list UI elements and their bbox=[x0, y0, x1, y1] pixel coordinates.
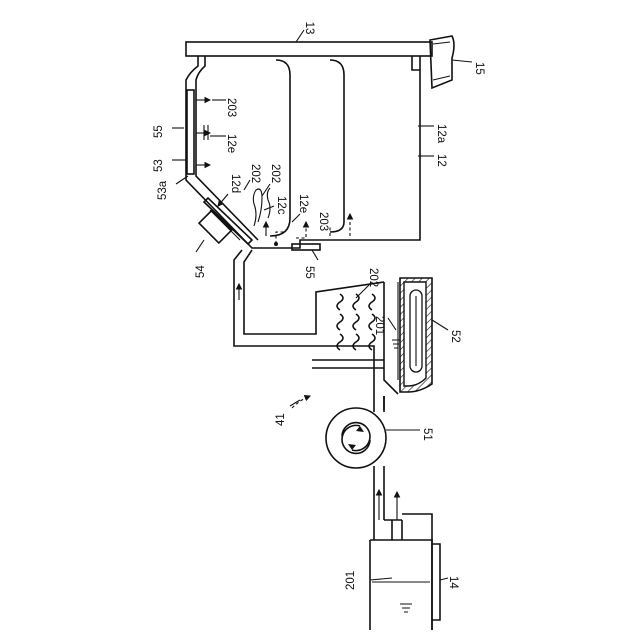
mist-chamber bbox=[384, 282, 398, 394]
label-55-upper: 55 bbox=[153, 125, 165, 138]
light-bar-upper bbox=[187, 90, 194, 174]
intake-pipe bbox=[384, 520, 402, 540]
mist-wisp-b bbox=[267, 188, 270, 218]
label-203-upper: 203 bbox=[225, 98, 237, 117]
reservoir bbox=[370, 540, 440, 630]
label-202-b: 202 bbox=[269, 164, 281, 183]
handle-detail bbox=[433, 42, 450, 80]
dash-flow-b bbox=[296, 222, 306, 238]
mist-waves-1 bbox=[337, 294, 375, 310]
pipe-to-fan bbox=[374, 396, 384, 412]
mist-waves-2 bbox=[337, 314, 375, 330]
label-202-a: 202 bbox=[249, 164, 261, 183]
label-201-reservoir: 201 bbox=[345, 571, 357, 590]
duct-vertical-inner bbox=[244, 250, 384, 334]
label-15: 15 bbox=[473, 62, 485, 75]
label-201-chamber: 201 bbox=[373, 316, 385, 335]
mist-wisp-a bbox=[253, 189, 262, 226]
label-51: 51 bbox=[421, 428, 433, 441]
label-12e-lower: 12e bbox=[297, 194, 309, 213]
label-12d: 12d bbox=[229, 174, 241, 193]
label-12a: 12a bbox=[435, 124, 447, 144]
top-plate bbox=[186, 42, 432, 56]
system-pointer bbox=[292, 396, 310, 408]
label-12: 12 bbox=[435, 154, 447, 167]
water-level-mark bbox=[392, 340, 400, 348]
fan-housing bbox=[326, 408, 386, 468]
mist-waves-3 bbox=[337, 334, 375, 350]
label-41: 41 bbox=[275, 413, 287, 426]
return-pipe bbox=[402, 514, 432, 630]
label-54: 54 bbox=[195, 265, 207, 278]
label-14: 14 bbox=[447, 576, 459, 589]
label-12c: 12c bbox=[275, 196, 287, 215]
nozzle-point bbox=[274, 242, 278, 246]
label-202-chamber: 202 bbox=[367, 268, 379, 287]
tank-right-step bbox=[412, 56, 420, 70]
label-53a: 53a bbox=[157, 180, 169, 200]
label-52: 52 bbox=[449, 330, 461, 343]
label-53: 53 bbox=[153, 159, 165, 172]
light-bar-lower bbox=[292, 244, 320, 250]
fan-swirl bbox=[342, 423, 370, 454]
fan-arrowheads bbox=[348, 426, 364, 450]
partition-b bbox=[330, 60, 344, 232]
label-group: 13 15 12a 12 55 53 53a 203 12e 12d 202 2… bbox=[153, 22, 485, 590]
label-203-lower: 203 bbox=[317, 212, 329, 231]
reservoir-level-mark bbox=[400, 604, 412, 612]
label-55-lower: 55 bbox=[303, 266, 315, 279]
label-12e-upper: 12e bbox=[225, 134, 237, 153]
label-13: 13 bbox=[303, 22, 315, 35]
